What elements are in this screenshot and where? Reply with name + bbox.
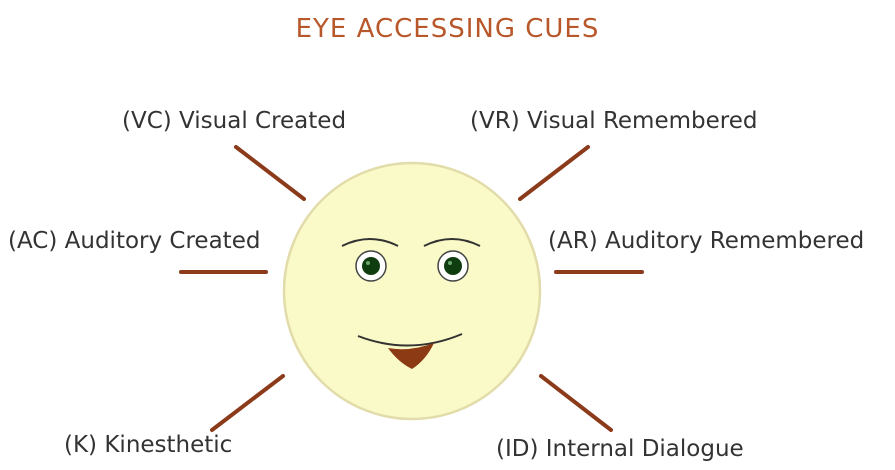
right-pupil [444,257,462,275]
left-pupil-highlight [366,261,370,265]
right-pupil-highlight [448,261,452,265]
label-visual-remembered: (VR) Visual Remembered [470,108,757,134]
ray-visual-remembered [520,147,588,199]
label-internal-dialogue: (ID) Internal Dialogue [496,436,744,462]
face [284,163,540,419]
left-pupil [362,257,380,275]
label-visual-created: (VC) Visual Created [122,108,346,134]
label-auditory-created: (AC) Auditory Created [8,228,260,254]
label-auditory-remembered: (AR) Auditory Remembered [548,228,864,254]
ray-internal-dialogue [541,376,611,430]
label-kinesthetic: (K) Kinesthetic [64,432,232,458]
ray-visual-created [236,147,304,199]
ray-kinesthetic [212,376,283,430]
